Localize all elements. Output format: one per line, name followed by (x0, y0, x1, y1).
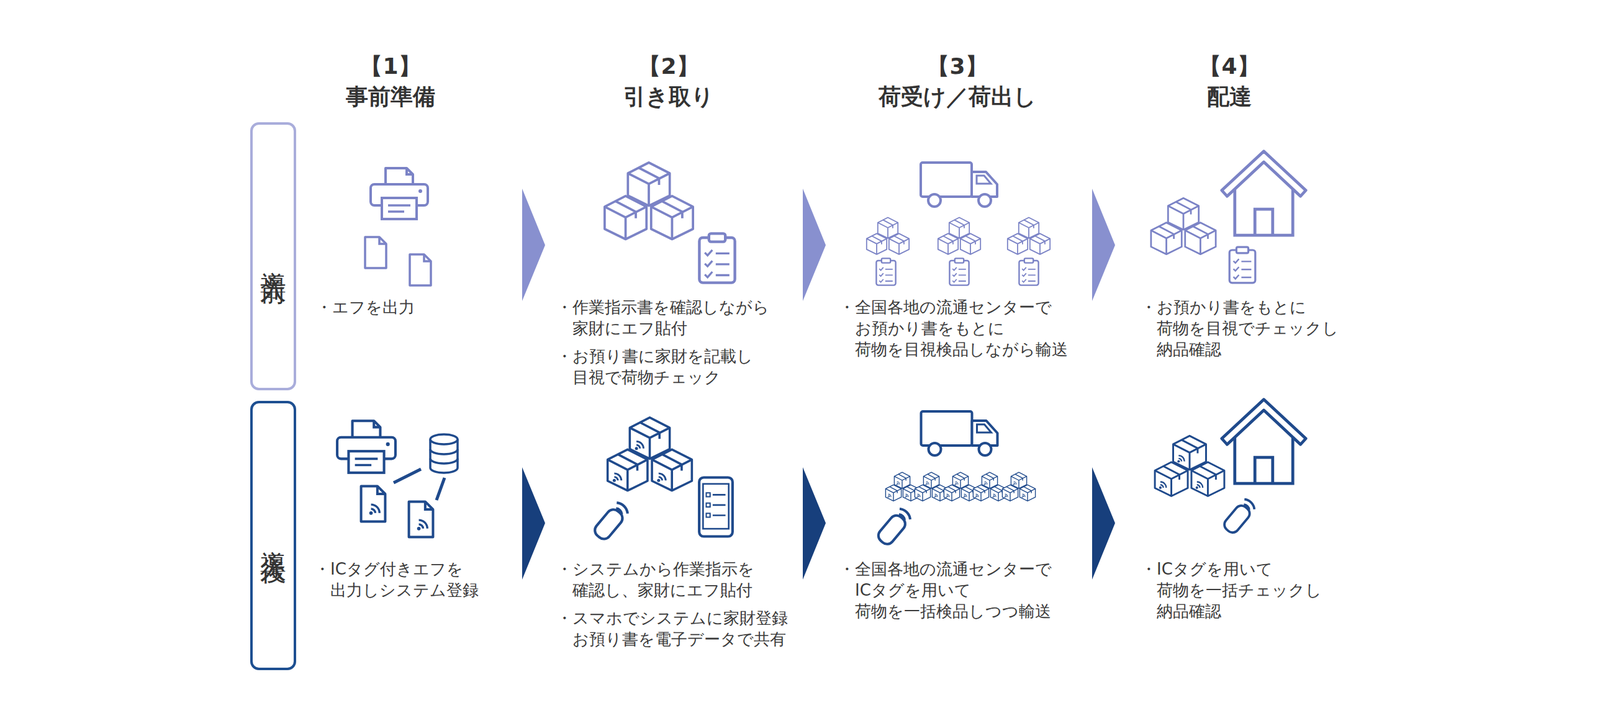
step-title: 引き取り (538, 82, 800, 112)
row-label: 導入後 (255, 530, 291, 542)
database-icon (430, 434, 458, 474)
tagged-boxes-icon (885, 472, 919, 502)
truck-icon (920, 162, 998, 207)
step-title: 荷受け／荷出し (827, 82, 1088, 112)
step-note: ・お預かり書をもとに 荷物を目視でチェックし 納品確認 (1140, 296, 1375, 361)
boxes-icon (866, 217, 909, 254)
clipboard-icon (699, 233, 735, 283)
step-note: ・全国各地の流通センターで ICタグを用いて 荷物を一括検品しつつ輸送 (838, 558, 1073, 623)
clipboard-icon (1018, 258, 1039, 285)
boxes-icon (1007, 217, 1050, 254)
row-label-box: 導入後 (250, 401, 297, 671)
boxes-icon (1151, 198, 1216, 255)
house-icon (1221, 151, 1306, 236)
step-number: 【3】 (827, 52, 1088, 81)
chevron (522, 467, 546, 580)
tagged-boxes-icon (943, 472, 977, 502)
step-note: ・お預り書に家財を記載し 目視で荷物チェック (556, 345, 791, 389)
ic-reader-icon (875, 509, 911, 547)
step-note: ・エフを出力 (316, 296, 551, 318)
step-number: 【1】 (260, 52, 521, 81)
boxes-icon (938, 217, 981, 254)
step-title: 事前準備 (260, 82, 521, 112)
step-note: ・ICタグを用いて 荷物を一括チェックし 納品確認 (1140, 558, 1375, 623)
ic-reader-icon (1221, 499, 1255, 536)
chevron (522, 188, 546, 302)
printer-icon (337, 420, 396, 474)
tagged-boxes-icon (607, 417, 693, 492)
row-label: 導入前 (255, 250, 291, 263)
tag-paper-icon (365, 237, 387, 269)
truck-icon (921, 411, 998, 456)
tagged-boxes-icon (1154, 435, 1225, 497)
tagged-boxes-icon (914, 472, 948, 502)
row-label-box: 導入前 (250, 122, 297, 391)
step-number: 【4】 (1098, 52, 1360, 81)
step-title: 配達 (1098, 82, 1360, 112)
printer-icon (370, 168, 428, 220)
house-icon (1221, 399, 1306, 484)
tagged-boxes-icon (972, 472, 1006, 502)
chevron (802, 467, 826, 580)
chevron (1092, 188, 1116, 302)
after-icons (337, 399, 1306, 547)
clipboard-icon (1229, 247, 1256, 284)
step-number: 【2】 (538, 52, 800, 81)
step-note: ・システムから作業指示を 確認し、家財にエフ貼付 (556, 558, 791, 602)
chevron (802, 188, 826, 302)
clipboard-icon (876, 258, 896, 285)
chevron (1092, 467, 1116, 580)
clipboard-icon (949, 258, 969, 285)
ic-tag-paper-icon (409, 501, 434, 538)
tag-paper-icon (409, 254, 431, 286)
smartphone-icon (699, 477, 733, 537)
before-icons (365, 151, 1306, 286)
step-note: ・作業指示書を確認しながら 家財にエフ貼付 (556, 296, 791, 339)
step-note: ・全国各地の流通センターで お預かり書をもとに 荷物を目視検品しながら輸送 (838, 296, 1073, 361)
link-line (393, 469, 445, 501)
step-note: ・スマホでシステムに家財登録 お預り書を電子データで共有 (556, 607, 791, 651)
ic-tag-paper-icon (361, 486, 386, 522)
ic-reader-icon (592, 502, 628, 543)
tagged-boxes-icon (1002, 472, 1036, 502)
boxes-icon (604, 162, 693, 240)
step-note: ・ICタグ付きエフを 出力しシステム登録 (314, 558, 549, 602)
